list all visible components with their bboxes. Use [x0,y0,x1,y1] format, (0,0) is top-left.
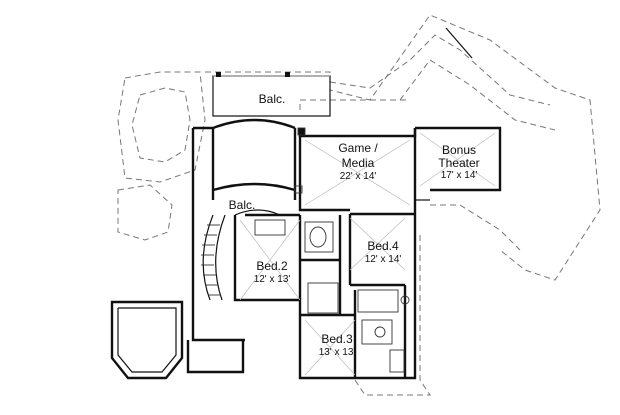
room-bed3-size: 13' x 13' [319,347,356,358]
room-labels: Balc. Game / Media 22' x 14' Bonus Theat… [229,92,480,358]
room-bed3-label: Bed.3 [321,332,353,346]
room-balc-mid-label: Balc. [229,198,256,212]
top-balcony [212,72,331,117]
room-game-media-label: Game / [338,141,378,155]
staircase [201,209,281,301]
room-game-media-size: 22' x 14' [340,171,377,182]
room-game-media-label2: Media [342,156,375,170]
room-balc-top-label: Balc. [259,92,286,106]
room-bed4-size: 12' x 14' [365,254,402,265]
fixtures [254,127,410,373]
room-bonus-theater-label: Bonus [442,143,476,157]
roofline-outline [117,14,601,396]
ceiling-lines [239,132,496,376]
room-bonus-theater-size: 17' x 14' [441,170,478,181]
room-bed4-label: Bed.4 [367,239,399,253]
tower [110,300,184,380]
room-bed2-label: Bed.2 [256,259,288,273]
room-bed2-size: 12' x 13' [254,274,291,285]
room-bonus-theater-label2: Theater [438,156,479,170]
exterior-walls [186,118,502,380]
